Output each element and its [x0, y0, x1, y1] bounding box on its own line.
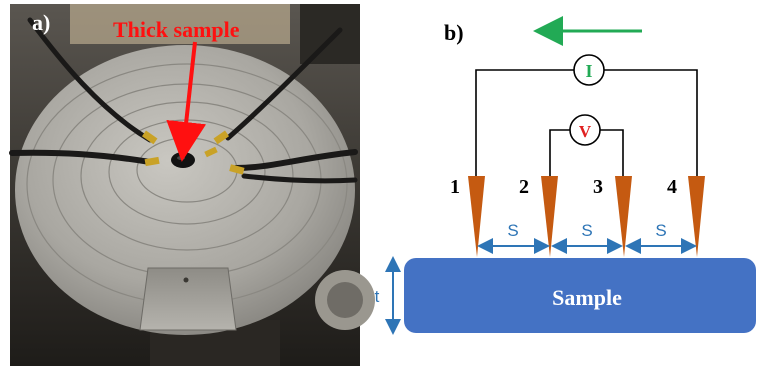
voltage-wire-right — [600, 129, 624, 176]
thick-sample-annotation: Thick sample — [113, 17, 240, 42]
probe-3-label: 3 — [593, 176, 603, 198]
probe-1-label: 1 — [450, 176, 460, 198]
panel-b-label: b) — [444, 20, 464, 45]
probe-tips — [141, 130, 245, 175]
plate-tab — [139, 267, 237, 331]
spacing-label-2: S — [581, 221, 592, 240]
voltage-symbol: V — [579, 122, 592, 141]
spacing-label-1: S — [507, 221, 518, 240]
photo-backdrop — [70, 4, 290, 44]
probe-4 — [688, 176, 705, 257]
sample-plate — [15, 45, 355, 335]
panel-a-photo: a) Thick sample — [9, 4, 375, 366]
current-symbol: I — [585, 61, 592, 81]
thick-sample-disc — [171, 152, 195, 168]
current-wire-left — [475, 69, 574, 176]
thickness-label: t — [375, 287, 380, 306]
sample-label: Sample — [552, 285, 622, 310]
current-wire-right — [604, 69, 698, 176]
ammeter-symbol — [573, 54, 605, 86]
panel-a-label: a) — [32, 10, 50, 35]
voltmeter-symbol — [569, 114, 601, 146]
annotation-arrow — [166, 41, 207, 162]
probe-2-label: 2 — [519, 176, 529, 198]
probe-1 — [468, 176, 485, 257]
probe-cables — [9, 17, 358, 184]
voltage-wire-left — [549, 129, 570, 176]
spacing-label-3: S — [655, 221, 666, 240]
probe-4-label: 4 — [667, 176, 677, 198]
photo-equipment — [300, 4, 360, 64]
probe-2 — [541, 176, 558, 257]
sample-block — [404, 258, 756, 333]
panel-b-schematic: b) I V 1 2 3 4 S S S — [375, 16, 756, 335]
probe-3 — [615, 176, 632, 257]
probes — [468, 176, 705, 257]
